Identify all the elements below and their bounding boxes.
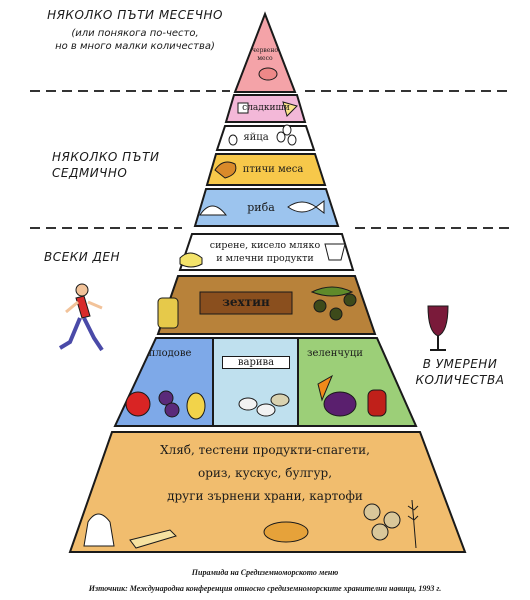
- tier-label-poultry: птичи меса: [242, 164, 304, 175]
- meat-icon: [258, 67, 278, 81]
- tier-label-legumes: варива: [222, 356, 290, 369]
- flour-sack-icon: [83, 513, 115, 547]
- tier-label-fish: риба: [247, 201, 275, 214]
- caption-source: Източник: Международна конференция относ…: [88, 584, 442, 593]
- tier-label-grains-line1: Хляб, тестени продукти-спагети,: [160, 443, 370, 457]
- oil-bottle-icon: [157, 297, 179, 329]
- cheese-icon: [179, 252, 203, 268]
- olive-oil-band: [199, 291, 293, 315]
- tier-label-eggs: яйца: [243, 132, 269, 143]
- olive-icon: [329, 307, 343, 321]
- tier-label-grains-line3: други зърнени храни, картофи: [167, 489, 363, 503]
- potato-icon: [363, 503, 381, 521]
- egg-icon: [287, 134, 297, 146]
- tier-label-grains-line2: ориз, кускус, булгур,: [197, 466, 333, 480]
- carrot-icon: [317, 374, 334, 402]
- egg-icon: [282, 124, 292, 136]
- runner-icon: [58, 283, 104, 352]
- eggplant-icon: [323, 391, 357, 417]
- tier-sweets: [224, 94, 307, 123]
- tier-label-dairy-line2: и млечни продукти: [216, 253, 314, 264]
- moderate-line1: В УМЕРЕНИ: [422, 357, 498, 371]
- apple-icon: [125, 391, 151, 417]
- monthly-title: НЯКОЛКО ПЪТИ МЕСЕЧНО: [47, 8, 223, 22]
- olive-icon: [343, 293, 357, 307]
- daily-title: ВСЕКИ ДЕН: [44, 250, 120, 264]
- tier-label-red-meat-line2: месо: [257, 55, 273, 62]
- grape-icon: [164, 402, 180, 418]
- monthly-note-line2: но в много малки количества): [55, 41, 215, 52]
- bean-icon: [238, 397, 258, 411]
- weekly-line1: НЯКОЛКО ПЪТИ: [52, 150, 160, 164]
- potato-icon: [371, 523, 389, 541]
- weekly-line2: СЕДМИЧНО: [52, 166, 128, 180]
- pasta-icon: [129, 529, 177, 549]
- cake-icon: [237, 102, 249, 114]
- tier-grains: [68, 431, 467, 553]
- caption-title: Пирамида на Средиземноморското меню: [191, 568, 339, 577]
- monthly-note-line1: (или понякога по-често,: [71, 28, 199, 39]
- olive-icon: [313, 299, 327, 313]
- pepper-icon: [367, 389, 387, 417]
- bread-icon: [263, 521, 309, 543]
- bean-icon: [270, 393, 290, 407]
- tier-red-meat: [233, 11, 297, 93]
- egg-icon: [228, 134, 238, 146]
- shell-icon: [199, 205, 228, 216]
- tier-poultry: [205, 153, 327, 186]
- yogurt-cup-icon: [324, 243, 346, 261]
- moderate-line2: КОЛИЧЕСТВА: [415, 373, 505, 387]
- grape-icon: [158, 390, 174, 406]
- wine-glass-icon: [427, 305, 449, 351]
- potato-icon: [383, 511, 401, 529]
- wheat-icon: [407, 499, 419, 549]
- egg-icon: [276, 131, 286, 143]
- tier-label-olive-oil: зехтин: [222, 295, 270, 309]
- tier-label-fruits: плодове: [148, 348, 192, 359]
- tier-legumes: [212, 337, 299, 427]
- tier-label-sweets: сладкиши: [242, 103, 290, 113]
- tier-fish: [193, 188, 340, 227]
- fish-icon: [287, 200, 325, 214]
- cheese-slice-icon: [282, 101, 298, 117]
- chicken-leg-icon: [214, 161, 237, 179]
- pear-icon: [186, 392, 206, 420]
- tier-label-dairy-line1: сирене, кисело мляко: [209, 240, 321, 251]
- olive-leaf-icon: [310, 286, 354, 297]
- tier-label-vegetables: зеленчуци: [307, 348, 363, 359]
- bean-icon: [256, 403, 276, 417]
- tier-label-red-meat-line1: червено: [252, 47, 278, 54]
